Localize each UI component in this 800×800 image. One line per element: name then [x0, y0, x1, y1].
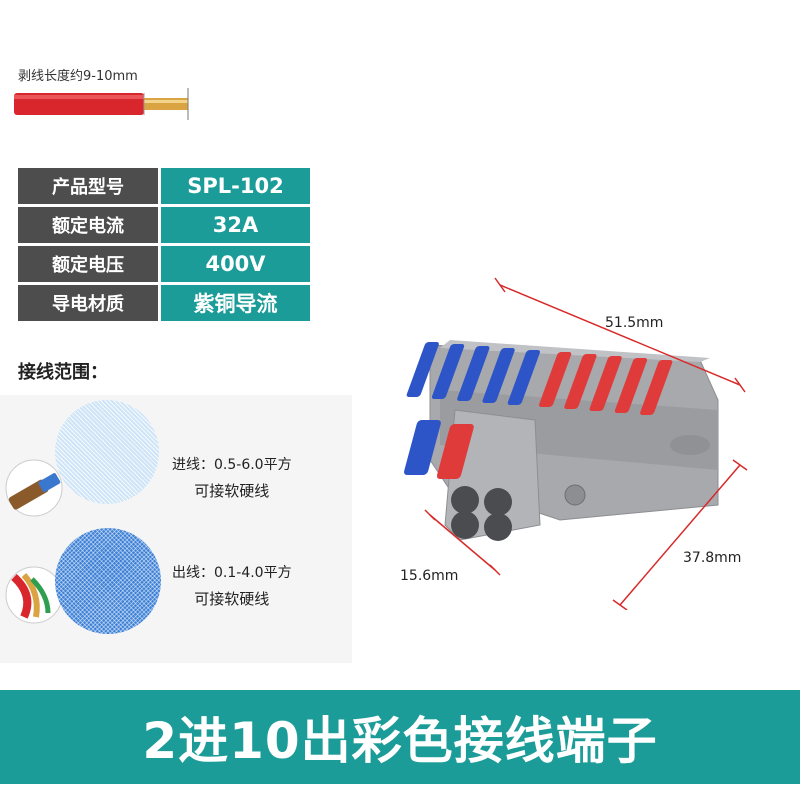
spec-key: 产品型号: [18, 168, 158, 204]
spec-value: 紫铜导流: [161, 285, 310, 321]
inlet-wire-icon: [5, 459, 63, 517]
product-banner: 2进10出彩色接线端子: [0, 690, 800, 784]
outlet-label: 出线：0.1-4.0平方: [172, 565, 292, 581]
spec-key: 额定电压: [18, 246, 158, 282]
inlet-sub: 可接软硬线: [194, 482, 270, 500]
spec-row: 产品型号 SPL-102: [18, 168, 310, 204]
strip-length-label: 剥线长度约9-10mm: [18, 69, 138, 84]
spec-value: 32A: [161, 207, 310, 243]
lever-row: [406, 342, 673, 415]
dimension-depth: 37.8mm: [683, 550, 742, 566]
spec-row: 导电材质 紫铜导流: [18, 285, 310, 321]
blue-levers: [406, 342, 540, 405]
outlet-strand-circle: [55, 528, 161, 634]
dimension-lines: [424, 277, 748, 610]
connector-diagram: [404, 277, 748, 610]
dimension-width: 51.5mm: [605, 315, 664, 331]
spec-key: 导电材质: [18, 285, 158, 321]
spec-row: 额定电流 32A: [18, 207, 310, 243]
inlet-strand-circle: [55, 400, 159, 504]
red-levers: [539, 352, 673, 415]
spec-table: 产品型号 SPL-102 额定电流 32A 额定电压 400V 导电材质 紫铜导…: [18, 168, 310, 324]
outlet-note: 出线：0.1-4.0平方 可接软硬线: [172, 560, 292, 612]
dimension-inlet: 15.6mm: [400, 568, 459, 584]
spec-value: SPL-102: [161, 168, 310, 204]
spec-row: 额定电压 400V: [18, 246, 310, 282]
inlet-block: [404, 409, 586, 541]
wire-strip-illustration: [14, 88, 189, 120]
outlet-sub: 可接软硬线: [194, 590, 270, 608]
spec-value: 400V: [161, 246, 310, 282]
spec-key: 额定电流: [18, 207, 158, 243]
inlet-note: 进线：0.5-6.0平方 可接软硬线: [172, 452, 292, 504]
wiring-range-title: 接线范围：: [18, 362, 108, 383]
inlet-label: 进线：0.5-6.0平方: [172, 457, 292, 473]
